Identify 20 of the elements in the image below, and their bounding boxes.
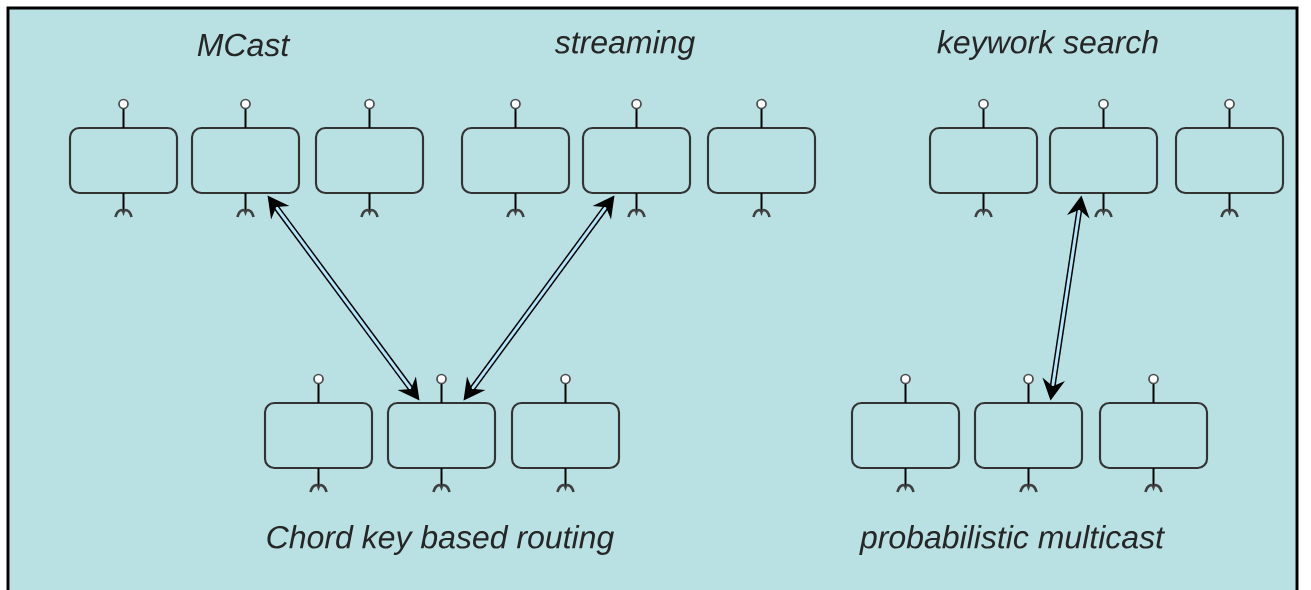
group-title: streaming (554, 30, 695, 60)
group-title: keywork search (937, 30, 1158, 60)
group-title: Chord key based routing (267, 525, 614, 555)
group-title: MCast (197, 33, 291, 57)
server-box (190, 98, 301, 218)
server-box (706, 98, 817, 218)
server-box (1048, 98, 1159, 218)
server-box (68, 98, 179, 218)
server-box (386, 373, 497, 493)
server-box (581, 98, 692, 218)
server-box (1174, 98, 1285, 218)
server-box (314, 98, 425, 218)
server-box (973, 373, 1084, 493)
server-box (460, 98, 571, 218)
server-box (510, 373, 621, 493)
group-title: probabilistic multicast (859, 525, 1166, 555)
server-box (928, 98, 1039, 218)
server-box (263, 373, 374, 493)
server-box (1098, 373, 1209, 493)
server-box (850, 373, 961, 493)
